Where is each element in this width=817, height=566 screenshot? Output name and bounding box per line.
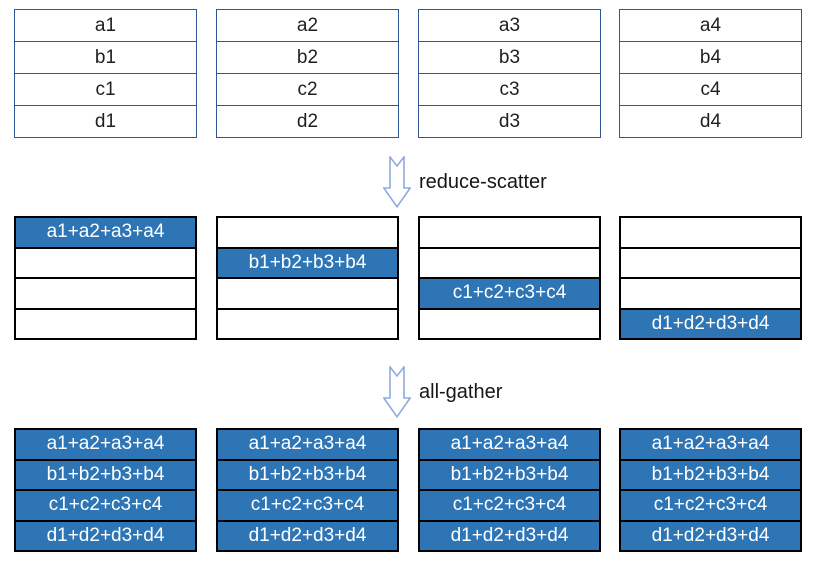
table-cell — [420, 307, 599, 338]
table-cell: a1 — [15, 10, 196, 41]
table-cell: c2 — [217, 73, 398, 105]
table-cell-filled: c1+c2+c3+c4 — [16, 489, 195, 520]
down-arrow-icon — [383, 366, 411, 418]
stage1-table-3: a3 b3 c3 d3 — [418, 9, 601, 138]
table-cell — [621, 277, 800, 308]
stage3-table-4: a1+a2+a3+a4 b1+b2+b3+b4 c1+c2+c3+c4 d1+d… — [619, 428, 802, 552]
table-cell-filled: a1+a2+a3+a4 — [16, 218, 195, 247]
stage3-table-2: a1+a2+a3+a4 b1+b2+b3+b4 c1+c2+c3+c4 d1+d… — [216, 428, 399, 552]
table-cell: d3 — [419, 105, 600, 137]
table-cell — [16, 246, 195, 277]
table-cell — [218, 277, 397, 308]
stage1-table-2: a2 b2 c2 d2 — [216, 9, 399, 138]
stage2-table-2: b1+b2+b3+b4 — [216, 216, 399, 340]
table-cell — [621, 218, 800, 247]
table-cell-filled: a1+a2+a3+a4 — [16, 430, 195, 459]
table-cell-filled: d1+d2+d3+d4 — [218, 519, 397, 550]
table-cell — [218, 307, 397, 338]
table-cell-filled: d1+d2+d3+d4 — [621, 519, 800, 550]
reduce-scatter-label: reduce-scatter — [419, 170, 547, 193]
table-cell-filled: b1+b2+b3+b4 — [621, 458, 800, 489]
stage1-table-1: a1 b1 c1 d1 — [14, 9, 197, 138]
stage1-table-4: a4 b4 c4 d4 — [619, 9, 802, 138]
table-cell: b1 — [15, 41, 196, 73]
table-cell — [218, 218, 397, 247]
table-cell-filled: b1+b2+b3+b4 — [218, 246, 397, 277]
table-cell — [420, 218, 599, 247]
all-gather-step: all-gather — [383, 366, 502, 418]
reduce-scatter-step: reduce-scatter — [383, 156, 547, 208]
table-cell-filled: c1+c2+c3+c4 — [420, 489, 599, 520]
stage3-table-1: a1+a2+a3+a4 b1+b2+b3+b4 c1+c2+c3+c4 d1+d… — [14, 428, 197, 552]
table-cell: d4 — [620, 105, 801, 137]
table-cell: a3 — [419, 10, 600, 41]
table-cell-filled: c1+c2+c3+c4 — [420, 277, 599, 308]
table-cell-filled: b1+b2+b3+b4 — [218, 458, 397, 489]
table-cell: b2 — [217, 41, 398, 73]
table-cell-filled: b1+b2+b3+b4 — [16, 458, 195, 489]
table-cell: c1 — [15, 73, 196, 105]
table-cell-filled: c1+c2+c3+c4 — [218, 489, 397, 520]
table-cell-filled: d1+d2+d3+d4 — [420, 519, 599, 550]
table-cell — [420, 246, 599, 277]
table-cell: a4 — [620, 10, 801, 41]
table-cell — [16, 277, 195, 308]
table-cell-filled: a1+a2+a3+a4 — [621, 430, 800, 459]
table-cell-filled: c1+c2+c3+c4 — [621, 489, 800, 520]
table-cell: d1 — [15, 105, 196, 137]
table-cell: c4 — [620, 73, 801, 105]
table-cell-filled: d1+d2+d3+d4 — [16, 519, 195, 550]
table-cell — [621, 246, 800, 277]
table-cell-filled: a1+a2+a3+a4 — [420, 430, 599, 459]
all-gather-label: all-gather — [419, 380, 503, 403]
table-cell: b4 — [620, 41, 801, 73]
down-arrow-icon — [383, 156, 411, 208]
stage2-table-3: c1+c2+c3+c4 — [418, 216, 601, 340]
table-cell: a2 — [217, 10, 398, 41]
table-cell: d2 — [217, 105, 398, 137]
table-cell-filled: d1+d2+d3+d4 — [621, 307, 800, 338]
table-cell: c3 — [419, 73, 600, 105]
table-cell-filled: a1+a2+a3+a4 — [218, 430, 397, 459]
table-cell: b3 — [419, 41, 600, 73]
table-cell-filled: b1+b2+b3+b4 — [420, 458, 599, 489]
stage3-table-3: a1+a2+a3+a4 b1+b2+b3+b4 c1+c2+c3+c4 d1+d… — [418, 428, 601, 552]
stage2-table-4: d1+d2+d3+d4 — [619, 216, 802, 340]
stage2-table-1: a1+a2+a3+a4 — [14, 216, 197, 340]
table-cell — [16, 307, 195, 338]
